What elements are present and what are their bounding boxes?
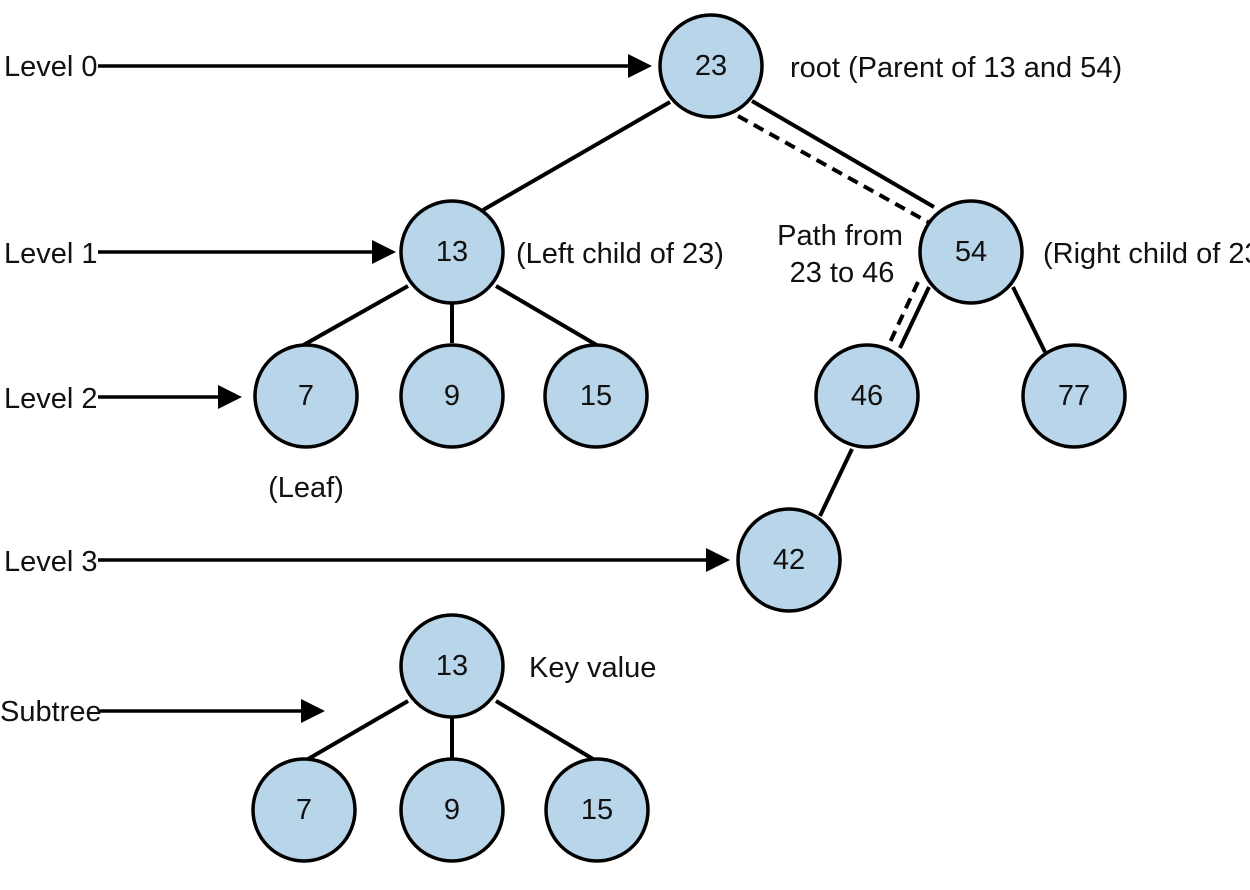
arrow-subtree-head [301,699,325,723]
subtree-node-7-value: 7 [296,794,312,826]
subtree-node-9: 9 [399,757,505,863]
edge-23-13 [481,100,672,212]
tree-node-46-circle [814,343,920,449]
path-annotation-line1: Path from [777,220,903,252]
tree-node-13-value: 13 [436,236,468,268]
level-3-label: Level 3 [4,546,98,578]
right-child-annotation: (Right child of 23) [1043,238,1250,270]
edge-sub-13-7 [301,699,410,764]
tree-node-42: 42 [736,507,842,613]
subtree-node-15-circle [544,757,650,863]
tree-node-7-circle [253,343,359,449]
path-annotation-line2: 23 to 46 [790,257,895,289]
tree-node-46: 46 [814,343,920,449]
arrow-level2-head [218,385,242,409]
tree-node-15: 15 [543,343,649,449]
edge-23-54 [750,99,936,209]
subtree-example: 13 7 9 15 [251,613,650,863]
tree-node-7-value: 7 [298,380,314,412]
subtree-node-9-value: 9 [444,794,460,826]
tree-node-15-value: 15 [580,380,612,412]
tree-node-42-circle [736,507,842,613]
tree-node-7: 7 [253,343,359,449]
tree-node-54: 54 [918,199,1024,305]
edge-sub-13-15 [494,699,600,764]
level-0-label: Level 0 [4,51,98,83]
tree-node-77: 77 [1021,343,1127,449]
tree-node-23-value: 23 [695,50,727,82]
edge-54-46 [898,286,931,349]
arrow-level3-head [706,548,730,572]
tree-node-54-value: 54 [955,236,987,268]
edge-46-42 [818,448,854,517]
subtree-node-13-circle [399,613,505,719]
subtree-node-15-value: 15 [581,794,613,826]
key-value-annotation: Key value [529,652,656,684]
tree-edges [299,99,1047,764]
subtree-node-13: 13 [399,613,505,719]
tree-node-42-value: 42 [773,544,805,576]
level-1-label: Level 1 [4,238,98,270]
edge-13-7 [299,284,409,349]
level-2-label: Level 2 [4,383,98,415]
arrow-level1-head [372,240,396,264]
highlighted-path [737,114,929,352]
subtree-label: Subtree [0,696,102,728]
level-labels: Level 0 Level 1 Level 2 Level 3 Subtree [0,51,102,728]
tree-node-9-value: 9 [444,380,460,412]
root-annotation: root (Parent of 13 and 54) [790,52,1122,84]
annotations: root (Parent of 13 and 54) (Left child o… [268,52,1250,684]
subtree-node-7-circle [251,757,357,863]
subtree-node-9-circle [399,757,505,863]
tree-node-77-value: 77 [1058,380,1090,412]
tree-node-23-circle [658,13,764,119]
tree-node-15-circle [543,343,649,449]
tree-node-77-circle [1021,343,1127,449]
tree-node-54-circle [918,199,1024,305]
tree-node-23: 23 [658,13,764,119]
tree-node-9-circle [399,343,505,449]
leaf-annotation: (Leaf) [268,472,344,504]
arrow-level0-head [628,54,652,78]
path-dash-54-46 [884,281,920,352]
tree-node-9: 9 [399,343,505,449]
subtree-node-7: 7 [251,757,357,863]
edge-54-77 [1011,286,1047,353]
tree-node-13-circle [399,199,505,305]
tree-nodes: 23 13 54 7 9 15 46 77 [253,13,1127,613]
tree-node-46-value: 46 [851,380,883,412]
level-arrows [98,54,730,723]
subtree-node-13-value: 13 [436,650,468,682]
path-dash-23-54 [737,114,929,224]
left-child-annotation: (Left child of 23) [516,238,724,270]
tree-node-13: 13 [399,199,505,305]
edge-13-15 [494,284,602,349]
subtree-node-15: 15 [544,757,650,863]
